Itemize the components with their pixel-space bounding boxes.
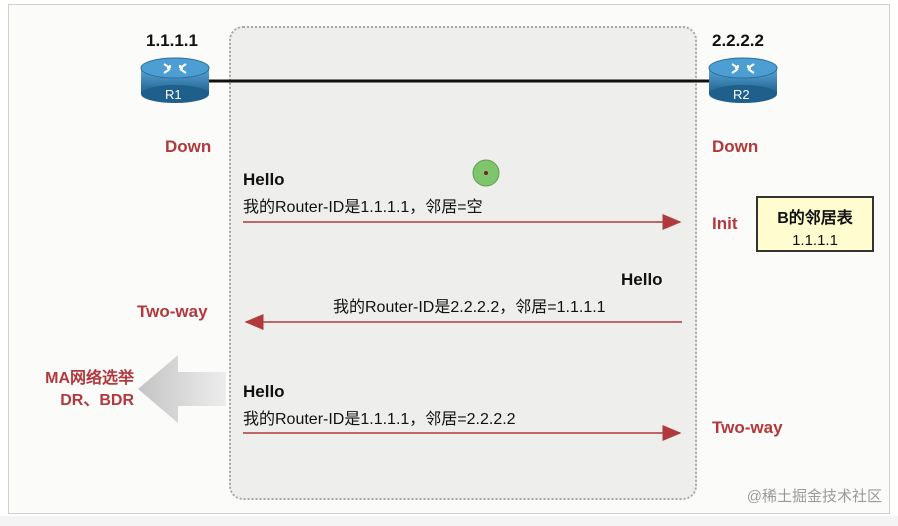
r1-state-two-way: Two-way xyxy=(137,302,208,321)
r1-state-down: Down xyxy=(165,137,212,156)
watermark: @稀土掘金技术社区 xyxy=(746,488,882,505)
hello-1-body: 我的Router-ID是1.1.1.1，邻居=空 xyxy=(243,199,483,216)
message-exchange-area xyxy=(229,26,697,500)
neighbor-table-box: B的邻居表 1.1.1.1 xyxy=(756,196,874,252)
bottom-strip xyxy=(0,516,898,526)
hello-1-title: Hello xyxy=(243,170,285,189)
router-r1-label: R1 xyxy=(165,87,182,102)
election-line-1: MA网络选举 xyxy=(45,370,134,387)
router-r1-icon xyxy=(140,57,210,103)
neighbor-table-value: 1.1.1.1 xyxy=(792,232,838,249)
election-line-2: DR、BDR xyxy=(60,392,134,409)
router-r1-ip: 1.1.1.1 xyxy=(146,31,198,50)
hello-2-body: 我的Router-ID是2.2.2.2，邻居=1.1.1.1 xyxy=(333,299,606,316)
election-arrow-icon xyxy=(138,355,226,423)
hello-3-title: Hello xyxy=(243,382,285,401)
router-r2-ip: 2.2.2.2 xyxy=(712,31,764,50)
r2-state-init: Init xyxy=(712,214,738,233)
election-label: MA网络选举 DR、BDR xyxy=(20,368,134,412)
neighbor-table-title: B的邻居表 xyxy=(777,210,853,227)
router-r2-label: R2 xyxy=(733,87,750,102)
r2-state-down: Down xyxy=(712,137,759,156)
r2-state-two-way: Two-way xyxy=(712,418,783,437)
cursor-dot-icon xyxy=(472,159,500,187)
hello-2-title: Hello xyxy=(621,270,663,289)
router-r2-icon xyxy=(708,57,778,103)
hello-3-body: 我的Router-ID是1.1.1.1，邻居=2.2.2.2 xyxy=(243,411,516,428)
